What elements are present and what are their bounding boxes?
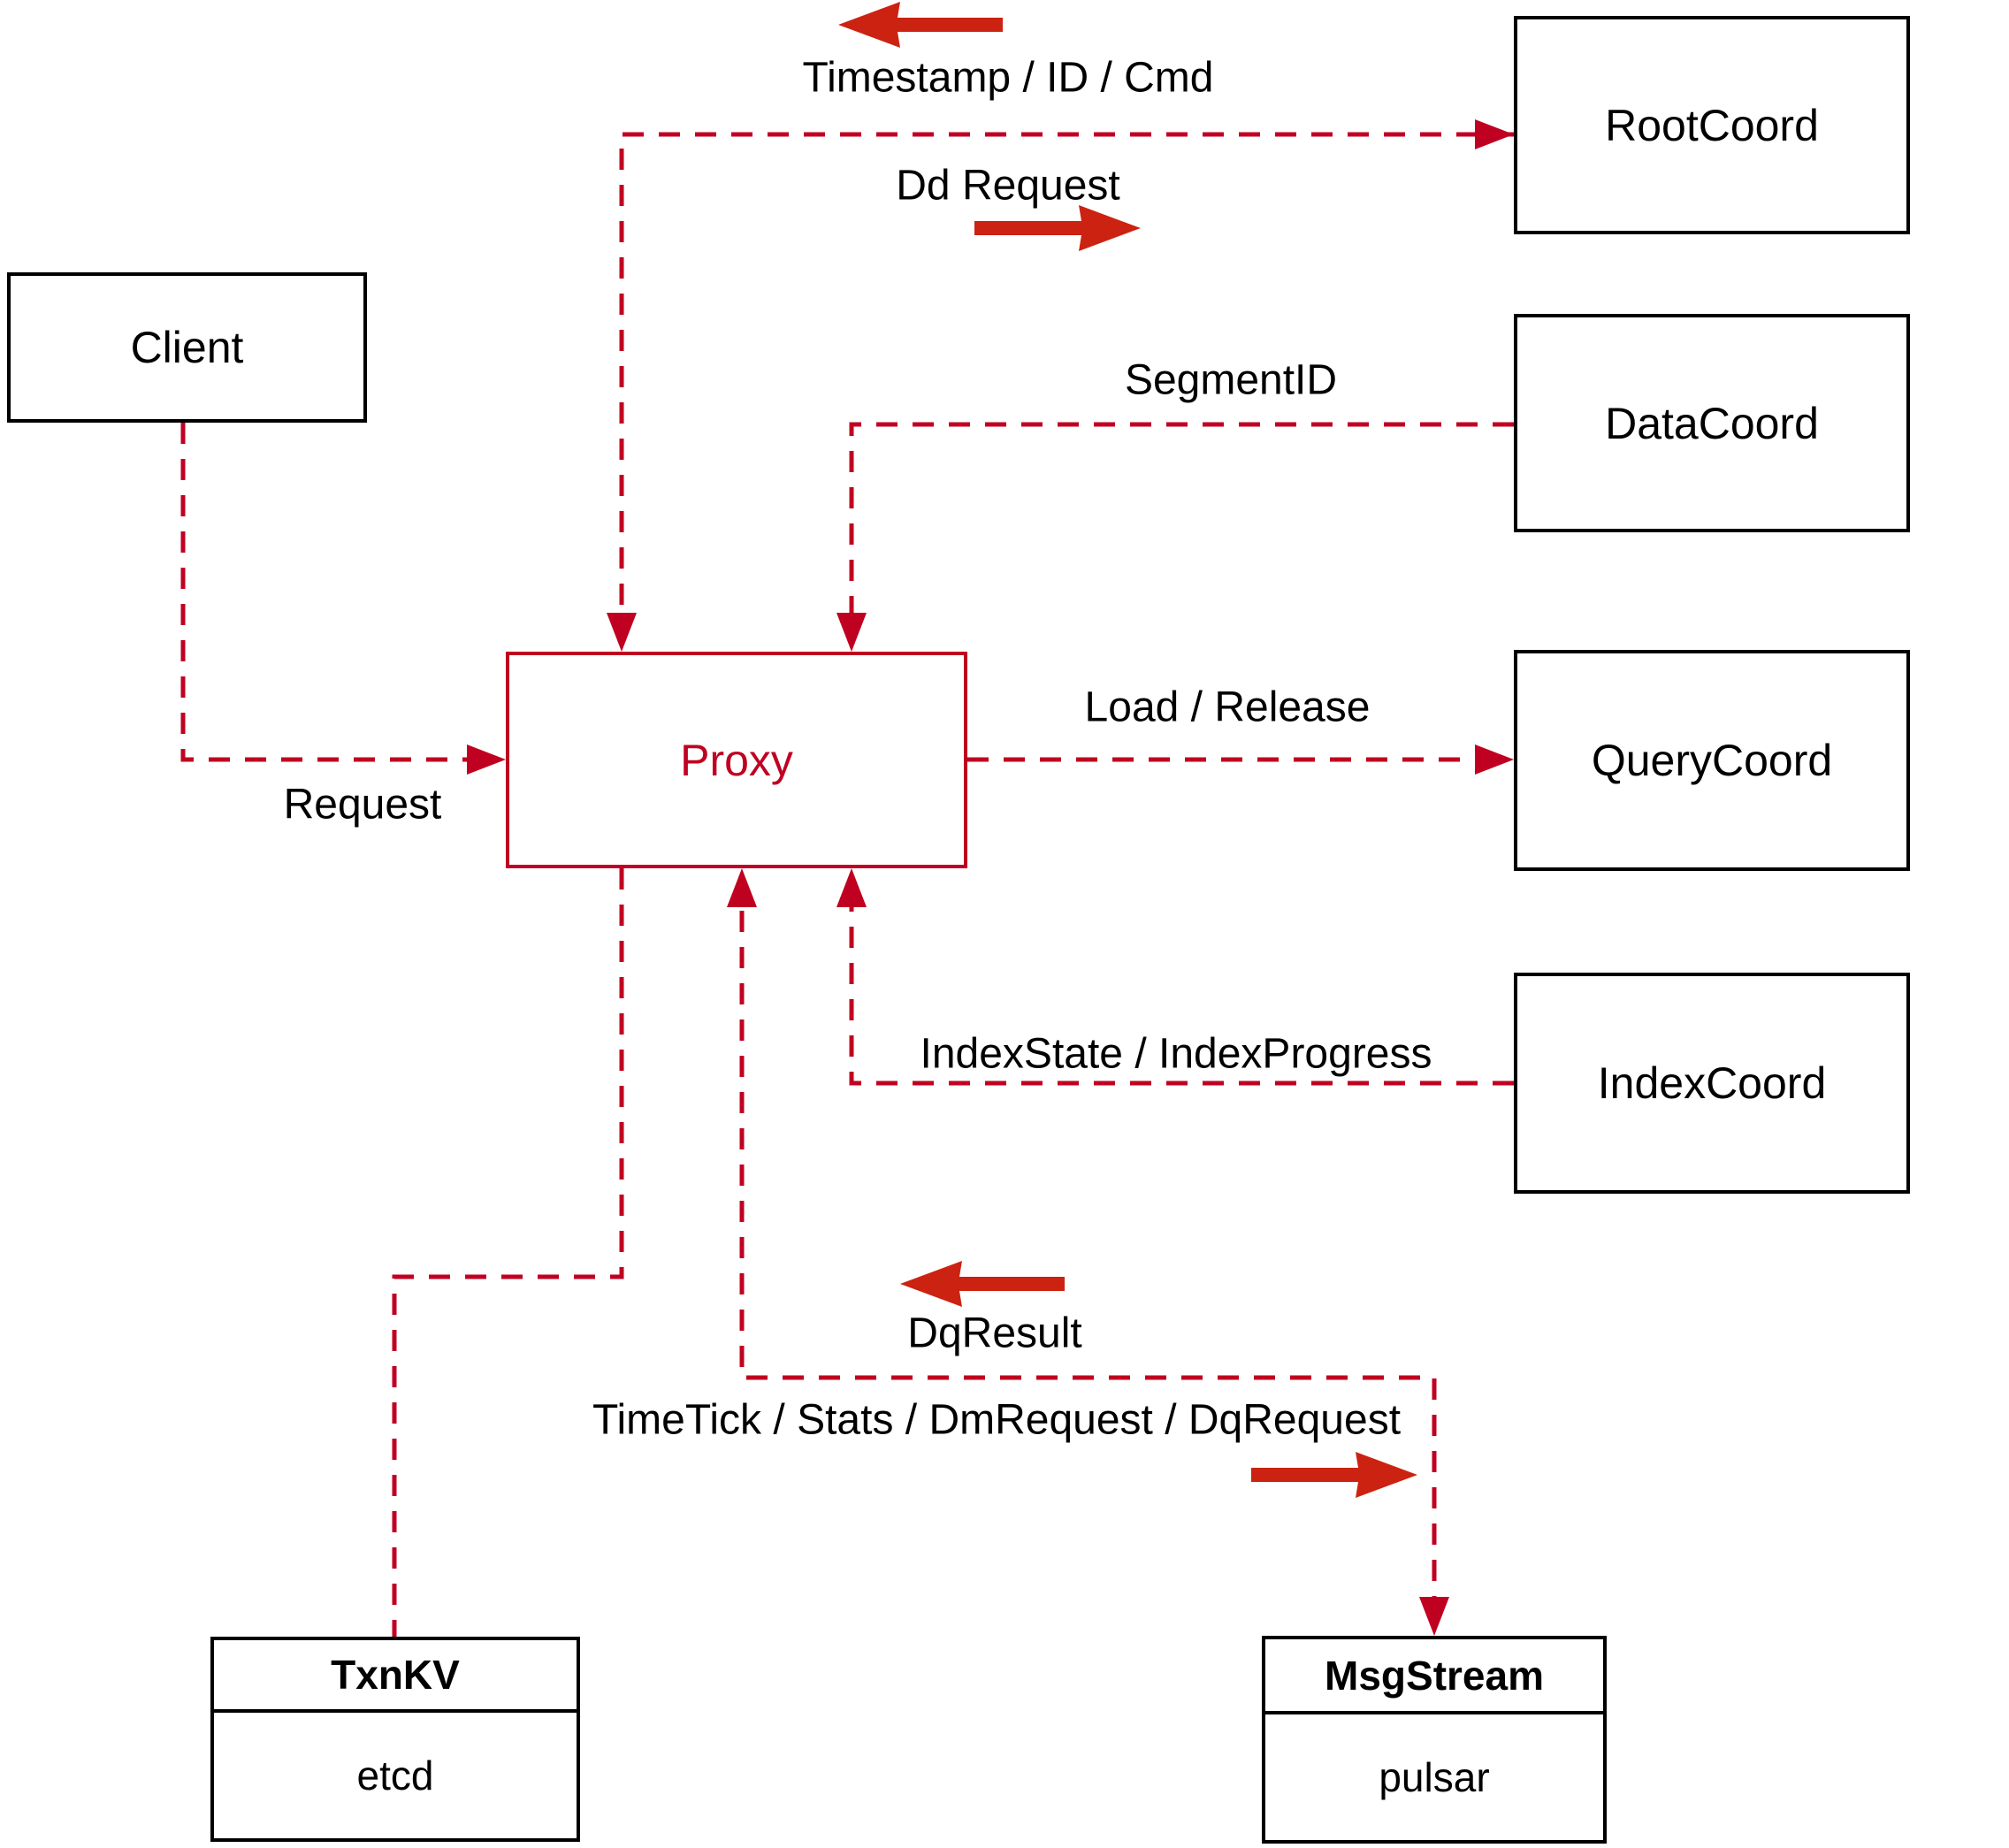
node-client: Client [7, 272, 367, 423]
node-indexcoord: IndexCoord [1514, 973, 1910, 1194]
arrow-ddrequest-right [974, 205, 1141, 251]
edge-label-request: Request [283, 781, 442, 829]
edge-proxy-querycoord [967, 745, 1514, 775]
node-msgstream-subtitle: pulsar [1379, 1754, 1490, 1800]
node-querycoord-label: QueryCoord [1591, 736, 1833, 785]
edge-label-segment-id: SegmentID [1124, 356, 1338, 404]
node-rootcoord-label: RootCoord [1605, 100, 1819, 150]
edge-indexcoord-proxy [836, 868, 1514, 1086]
edge-label-timestamp-id-cmd: Timestamp / ID / Cmd [802, 54, 1214, 102]
node-querycoord: QueryCoord [1514, 650, 1910, 871]
node-indexcoord-label: IndexCoord [1597, 1058, 1827, 1108]
edge-proxy-msgstream [727, 868, 1449, 1636]
arrow-dqresult-left [900, 1261, 1065, 1307]
edge-label-time-tick: TimeTick / Stats / DmRequest / DqRequest [592, 1396, 1402, 1444]
edge-label-dq-result: DqResult [907, 1310, 1082, 1357]
node-datacoord-label: DataCoord [1605, 398, 1819, 448]
arrow-timestamp-left [838, 2, 1003, 48]
node-rootcoord: RootCoord [1514, 16, 1910, 234]
node-txnkv-title: TxnKV [214, 1640, 577, 1713]
node-client-label: Client [130, 323, 244, 372]
node-datacoord: DataCoord [1514, 314, 1910, 532]
arrow-timetick-right [1251, 1452, 1417, 1498]
edge-label-dd-request: Dd Request [896, 162, 1120, 210]
edge-label-index-state: IndexState / IndexProgress [920, 1030, 1432, 1078]
node-txnkv-subtitle: etcd [356, 1753, 434, 1798]
node-msgstream: MsgStream pulsar [1262, 1636, 1607, 1844]
edge-label-load-release: Load / Release [1084, 683, 1371, 731]
node-proxy-label: Proxy [680, 735, 793, 785]
edge-datacoord-proxy [836, 422, 1514, 652]
edge-client-proxy [180, 423, 506, 775]
edge-proxy-txnkv [392, 868, 624, 1637]
edge-proxy-rootcoord [607, 119, 1514, 652]
node-msgstream-title: MsgStream [1265, 1639, 1603, 1714]
node-proxy: Proxy [506, 652, 967, 868]
node-txnkv: TxnKV etcd [210, 1637, 580, 1842]
